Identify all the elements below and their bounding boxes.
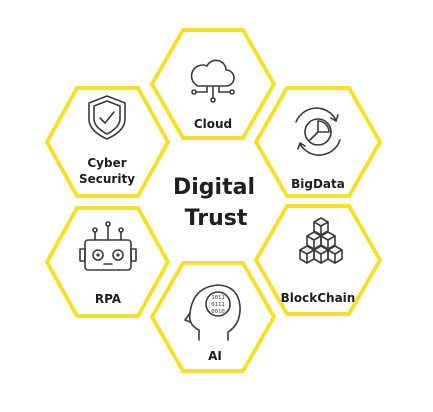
cloud-network-icon — [190, 59, 235, 103]
head-binary-icon: 1011 0111 0010 — [184, 284, 241, 341]
hex-cyber-frame — [44, 86, 171, 198]
hex-blockchain-frame — [253, 204, 383, 316]
hex-cyber-label-line2: Security — [79, 172, 135, 186]
shield-check-icon — [88, 95, 126, 140]
hex-cloud-frame — [149, 28, 277, 140]
hex-bigdata: BigData — [253, 86, 383, 198]
ai-binary-row-1: 1011 — [211, 295, 224, 301]
hex-bigdata-label: BigData — [291, 177, 345, 191]
stacked-cubes-icon — [299, 217, 343, 264]
hex-rpa: RPA — [44, 206, 171, 318]
hex-ai-label: AI — [208, 349, 222, 363]
hex-cloud: Cloud — [149, 28, 277, 140]
center-title-line1: Digital — [173, 175, 255, 200]
hex-rpa-label: RPA — [95, 292, 122, 306]
pie-chart-cycle-icon — [295, 107, 341, 156]
hex-blockchain-label: BlockChain — [281, 291, 356, 305]
hex-blockchain: BlockChain — [253, 204, 383, 316]
hex-ai-frame — [149, 261, 277, 373]
hex-cyber-security: Cyber Security — [44, 86, 171, 198]
robot-icon — [79, 221, 137, 271]
center-title-line2: Trust — [185, 206, 248, 231]
ai-binary-row-3: 0010 — [211, 309, 224, 315]
hex-cyber-label-line1: Cyber — [87, 156, 126, 170]
ai-binary-row-2: 0111 — [211, 302, 224, 308]
hex-cloud-label: Cloud — [194, 117, 232, 131]
hex-rpa-frame — [44, 206, 171, 318]
hex-ai: 1011 0111 0010 AI — [149, 261, 277, 373]
center-title: Digital Trust — [173, 175, 255, 231]
hex-bigdata-frame — [253, 86, 383, 198]
